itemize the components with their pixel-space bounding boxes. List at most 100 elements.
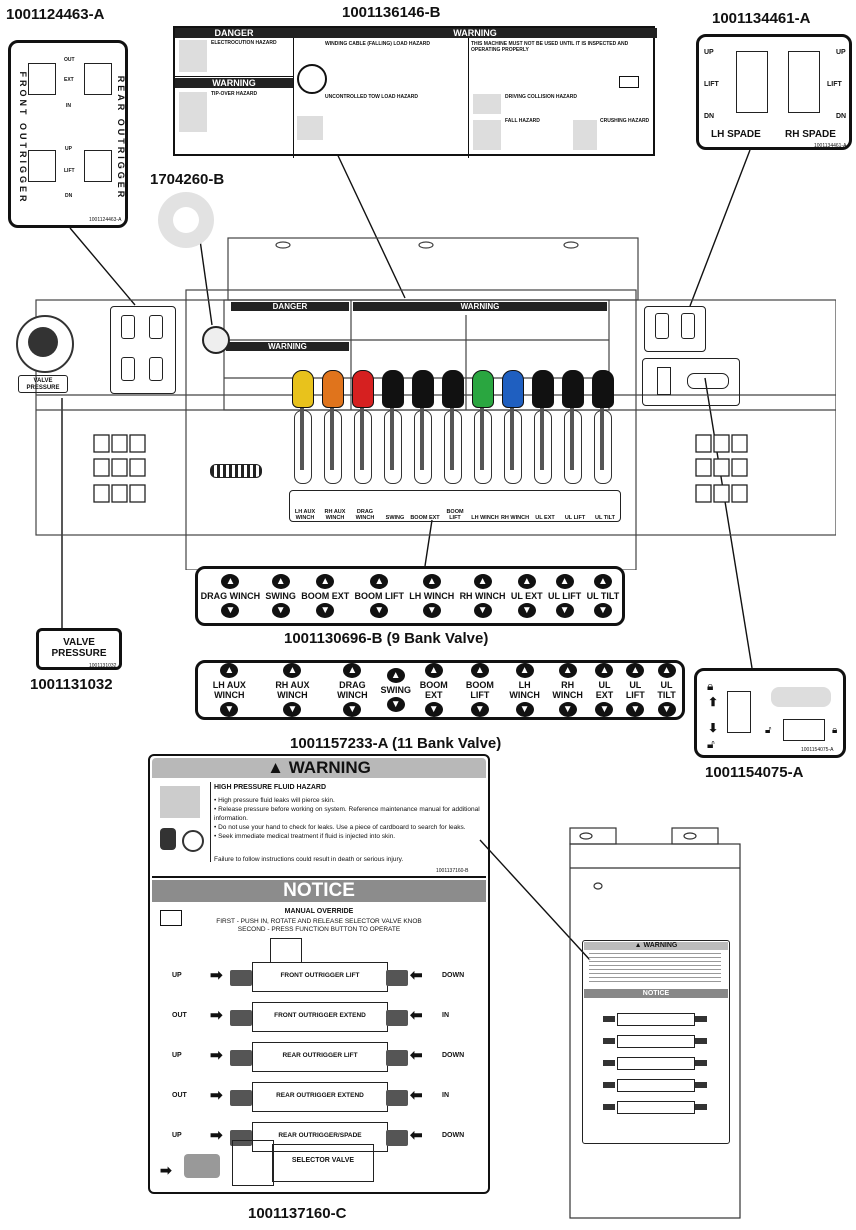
mini-valve-box [617, 1079, 695, 1092]
lever-knob[interactable] [592, 370, 614, 408]
lever-stem [450, 400, 454, 470]
lever-knob[interactable] [322, 370, 344, 408]
lever-label: DRAG WINCH [355, 509, 375, 521]
switch-slot [28, 63, 56, 95]
lever-knob[interactable] [562, 370, 584, 408]
warning-pictograms [154, 782, 211, 862]
part-number-ring: 1704260-B [150, 171, 225, 188]
lock-closed-icon: 🔒︎ [832, 725, 838, 736]
spade-switch[interactable] [655, 313, 669, 339]
bank-function-label: BOOM LIFT [465, 680, 494, 700]
danger-header: DANGER [175, 28, 293, 38]
manual-book-icon [160, 910, 182, 926]
lever-knob[interactable] [382, 370, 404, 408]
mini-solenoid [603, 1016, 615, 1022]
arrow-down-icon: ▼ [626, 702, 645, 717]
lever-knob[interactable] [472, 370, 494, 408]
part-number-spade: 1001134461-A [712, 10, 811, 27]
bank-function: ▲DRAG WINCH▼ [201, 574, 260, 618]
bank-function: ▲UL EXT▼ [511, 574, 543, 618]
lever-knob[interactable] [502, 370, 524, 408]
switch-slot [727, 691, 751, 733]
arrow-up-icon: ▲ [555, 574, 574, 589]
ring-hole [173, 207, 199, 233]
warning-bullet: • High pressure fluid leaks will pierce … [214, 797, 335, 804]
lock-decal: 🔒︎ ⬆ ⬇ 🔓︎ 🔓︎ 🔒︎ 1001154075-A [694, 668, 846, 758]
label-up-left: UP [704, 49, 714, 56]
mini-notice-row [593, 1035, 719, 1048]
notice-row-label: REAR OUTRIGGER LIFT [282, 1052, 358, 1059]
outrigger-switch[interactable] [121, 357, 135, 381]
arrow-down-icon: ▼ [386, 697, 405, 712]
selector-knob[interactable] [202, 326, 230, 354]
lock-switch[interactable] [657, 367, 671, 395]
lever-knob[interactable] [352, 370, 374, 408]
arrow-down-icon: ▼ [595, 702, 614, 717]
panel-valve-pressure-label: VALVE PRESSURE [18, 375, 68, 393]
notice-row-label: FRONT OUTRIGGER EXTEND [274, 1012, 366, 1019]
right-connector-block [694, 433, 750, 507]
lever-stem [480, 400, 484, 470]
no-ride-icon [297, 64, 327, 94]
tipover-pictogram [179, 92, 207, 132]
valve-solenoid [230, 1050, 252, 1066]
mini-solenoid [695, 1082, 707, 1088]
connector-grid-icon [93, 434, 146, 503]
bank-9-decal: ▲DRAG WINCH▼▲SWING▼▲BOOM EXT▼▲BOOM LIFT▼… [195, 566, 625, 626]
selector-pictogram [184, 1154, 220, 1178]
arrow-up-icon: ▲ [424, 663, 443, 678]
label-lift-left: LIFT [704, 81, 719, 88]
electrocution-title: ELECTROCUTION HAZARD [211, 40, 277, 46]
danger-warning-decal: DANGER ELECTROCUTION HAZARD WARNING TIP-… [173, 26, 657, 158]
bank-function-label: UL LIFT [547, 591, 582, 601]
arrow-up-icon: ▲ [593, 574, 612, 589]
arrow-up-icon: ▲ [515, 663, 534, 678]
arrow-up-icon: ▲ [343, 663, 362, 678]
bank-function: ▲BOOM LIFT▼ [355, 574, 404, 618]
arrow-up-icon: ▲ [422, 574, 441, 589]
not-used-title: THIS MACHINE MUST NOT BE USED UNTIL IT I… [471, 41, 629, 53]
lever-knob[interactable] [292, 370, 314, 408]
injection-pictogram [160, 786, 200, 818]
decal-code: 1001137160-B [436, 868, 469, 874]
notice-row: UP ➡ REAR OUTRIGGER/SPADE ⬅ DOWN [152, 1122, 486, 1154]
arrow-up-icon: ▲ [517, 574, 536, 589]
lever-label: SWING [385, 515, 405, 521]
tipover-title: TIP-OVER HAZARD [211, 91, 258, 97]
arrow-left-icon: ⬅ [410, 1047, 423, 1064]
decal-code: 1001131032 [89, 663, 117, 669]
lever-label: BOOM LIFT [446, 509, 464, 521]
bank-function: ▲BOOM EXT▼ [301, 574, 349, 618]
valve-solenoid [386, 970, 408, 986]
arrow-down-icon: ▼ [593, 603, 612, 618]
bank-function: ▲BOOM LIFT▼ [456, 663, 503, 717]
lever-knob[interactable] [442, 370, 464, 408]
lever-knob[interactable] [532, 370, 554, 408]
outrigger-switch[interactable] [149, 315, 163, 339]
mini-solenoid [695, 1104, 707, 1110]
arrow-left-icon: ⬅ [410, 1087, 423, 1104]
spade-switch[interactable] [681, 313, 695, 339]
switch-slot [736, 51, 768, 113]
mini-panel-outline [569, 827, 741, 1219]
mini-warning-header: ▲ WARNING [584, 942, 728, 950]
outrigger-switch[interactable] [121, 315, 135, 339]
outrigger-switch[interactable] [149, 357, 163, 381]
lever-label: LH AUX WINCH [294, 509, 316, 521]
panel-outrigger-switches [110, 306, 176, 394]
lever-knob[interactable] [412, 370, 434, 408]
bank-function-label: UL EXT [595, 680, 614, 700]
mini-decal: ▲ WARNING NOTICE [582, 940, 730, 1144]
arrow-down-icon: ▼ [370, 603, 389, 618]
bank-function-label: LH WINCH [509, 680, 540, 700]
notice-row-right: DOWN [442, 972, 465, 979]
switch-slot [84, 63, 112, 95]
valve-solenoid [386, 1130, 408, 1146]
valve-solenoid [230, 1010, 252, 1026]
arrow-up-icon: ▲ [473, 574, 492, 589]
lever-stem [360, 400, 364, 470]
bank-function-label: RH WINCH [552, 680, 583, 700]
bank-11-row: ▲LH AUX WINCH▼▲RH AUX WINCH▼▲DRAG WINCH▼… [198, 663, 682, 717]
switch-slot [84, 150, 112, 182]
